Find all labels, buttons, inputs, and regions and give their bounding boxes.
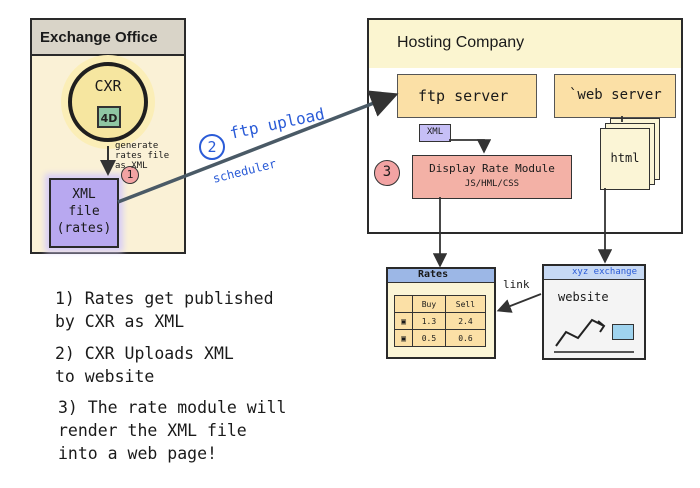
note-step-2: 2) CXR Uploads XML to website [55,344,234,386]
note-step-3: 3) The rate module will render the XML f… [58,398,287,463]
flag-icon: ▣ [393,312,414,330]
table-cell: 0.6 [444,329,487,347]
trend-chart-icon [554,318,634,353]
table-cell: 2.4 [444,312,487,330]
html-label: html [610,151,640,165]
step1-note: generate rates file as XML [115,141,170,171]
exchange-office-header: Exchange Office [32,20,184,56]
hosting-company-box: Hosting Company ftp server `web server X… [367,18,683,234]
rates-browser-titlebar: Rates [388,269,494,283]
ftp-upload-label: ftp upload [228,104,327,143]
display-module-subtitle: JS/HML/CSS [464,179,520,189]
table-row: ▣ 0.5 0.6 [393,329,487,347]
table-cell: Sell [444,295,487,313]
arrow-website-link-to-rates [496,293,542,313]
xml-file-label: XML file (rates) [56,187,112,236]
exchange-office-box: Exchange Office CXR 4D XML file (rates) … [30,18,186,254]
table-row: ▣ 1.3 2.4 [393,312,487,330]
html-document-node: html [600,128,650,190]
ftp-server-label: ftp server [418,87,509,105]
step2-badge: 2 [199,134,225,160]
hosting-company-header [369,20,681,68]
table-cell: Buy [412,295,446,313]
web-server-node: `web server [554,74,676,118]
website-tab-label: xyz exchange [572,267,638,277]
xml-chip: XML [419,124,451,142]
website-browser-titlebar: xyz exchange [544,266,644,280]
table-cell: 0.5 [412,329,446,347]
scheduler-label: scheduler [211,156,278,186]
rates-browser-window: Rates Buy Sell ▣ 1.3 2.4 ▣ 0.5 0.6 [386,267,496,359]
website-widget-icon [612,324,634,340]
hosting-company-title: Hosting Company [397,34,525,51]
xml-file-node: XML file (rates) [49,178,119,248]
exchange-office-title: Exchange Office [40,29,158,46]
ftp-server-node: ftp server [397,74,537,118]
step3-badge: 3 [374,160,400,186]
display-rate-module-node: Display Rate Module JS/HML/CSS [412,155,572,199]
display-module-title: Display Rate Module [429,162,555,175]
link-label: link [503,278,530,291]
table-cell: 1.3 [412,312,446,330]
fourd-badge: 4D [97,106,121,128]
note-step-1: 1) Rates get published by CXR as XML [55,289,274,331]
cxr-node: CXR 4D [68,62,148,142]
cxr-label: CXR [94,77,122,95]
rates-title: Rates [418,269,449,280]
flag-icon: ▣ [393,329,414,347]
table-row: Buy Sell [393,295,487,313]
rates-table: Buy Sell ▣ 1.3 2.4 ▣ 0.5 0.6 [393,295,487,347]
website-browser-window: xyz exchange website [542,264,646,360]
website-label: website [558,290,609,304]
table-cell [393,295,414,313]
web-server-label: `web server [569,87,662,103]
